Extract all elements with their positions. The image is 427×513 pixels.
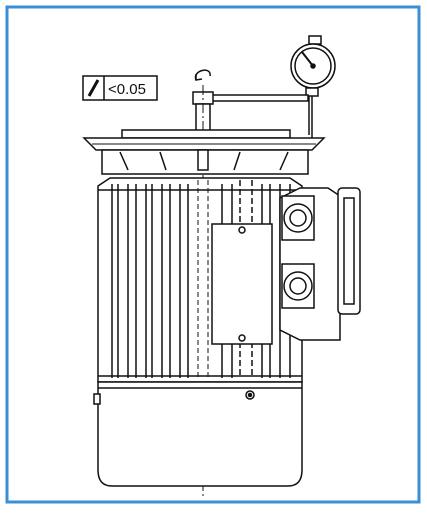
- flange: [82, 129, 326, 175]
- dial-gauge-icon: [207, 35, 336, 138]
- tolerance-text: <0.05: [108, 81, 146, 98]
- fan-cover: [93, 381, 303, 487]
- terminal-box: [279, 187, 361, 341]
- tolerance-label: <0.05: [82, 75, 158, 101]
- shaft-guide-lines: [197, 180, 209, 378]
- nameplate: [211, 223, 273, 345]
- rotation-arrow-icon: [194, 69, 211, 81]
- runout-symbol-icon: [87, 79, 100, 97]
